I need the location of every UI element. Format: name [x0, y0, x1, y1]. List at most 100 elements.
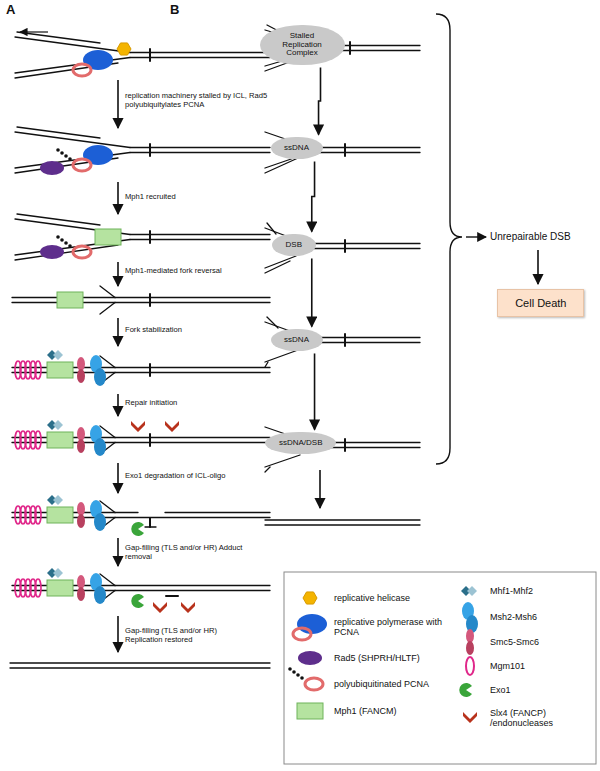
pcna-ring [73, 159, 91, 171]
step-arrow [117, 538, 119, 566]
ubiquitin-dot [68, 157, 72, 161]
dna-strand [17, 214, 100, 225]
dna-strand [265, 261, 290, 273]
endonuclease-symbol [153, 602, 167, 613]
pcna-ring [293, 628, 311, 640]
icl-mark [149, 364, 151, 376]
helicase-symbol [117, 43, 131, 55]
ubiquitin-dot [296, 673, 300, 677]
mhf-symbol [467, 586, 477, 596]
state-ellipse: ssDNA [271, 329, 323, 352]
msh-symbol [94, 438, 106, 456]
legend-label: Mph1 (FANCM) [334, 706, 454, 716]
mph1-symbol [95, 229, 121, 245]
dna-strand [115, 590, 270, 591]
icl-mark [149, 144, 151, 156]
mgm101-ring [35, 579, 41, 597]
step-label: replication machinery stalled by ICL, Ra… [125, 92, 287, 109]
smc-symbol [466, 629, 474, 643]
node-text: ssDNA/DSB [278, 439, 323, 448]
exo1-symbol [131, 594, 144, 608]
dna-strand [100, 286, 115, 298]
flow-arrow [312, 161, 315, 231]
ubiquitin-dot [60, 238, 64, 242]
pcna-ring [305, 678, 323, 690]
mph1-symbol [297, 703, 323, 719]
legend-label: Rad5 (SHPRH/HLTF) [334, 653, 454, 663]
mgm101-ring [466, 657, 474, 675]
panel-b-illustration [265, 14, 538, 525]
legend-label: replicative helicase [334, 593, 454, 603]
mhf-symbol [53, 568, 63, 578]
msh-symbol [94, 368, 106, 386]
endonuclease-symbol [165, 421, 179, 432]
dna-strand [115, 517, 270, 518]
mgm101-ring [35, 506, 41, 524]
state-ellipse: DSB [272, 234, 316, 257]
exo1-symbol [131, 522, 144, 536]
step-arrow [117, 463, 119, 493]
icl-mark [149, 434, 151, 446]
smc-symbol [77, 427, 85, 441]
dna-strand [306, 243, 420, 244]
endonuclease-symbol [181, 602, 195, 613]
smc-symbol [77, 502, 85, 516]
polymerase-symbol [83, 50, 113, 70]
ubiquitin-dot [64, 154, 68, 158]
state-ellipse: ssDNA [271, 137, 323, 160]
dna-strand [115, 442, 270, 443]
ubiquitin-dot [56, 148, 60, 152]
state-ellipse: ssDNA/DSB [265, 432, 336, 455]
smc-symbol [466, 641, 474, 655]
dna-strand [100, 356, 115, 368]
dna-strand [265, 455, 300, 467]
dna-strand [100, 574, 115, 586]
legend-label: replicative polymerase with PCNA [334, 617, 444, 638]
ubiquitin-dot [300, 676, 304, 680]
step-label: Gap-filling (TLS and/or HR) Adduct remov… [125, 544, 245, 561]
ubiquitin-dot [292, 670, 296, 674]
mph1-symbol [47, 362, 73, 378]
step-arrow [117, 318, 119, 346]
dna-strand [165, 512, 270, 513]
mph1-symbol [47, 580, 73, 596]
icl-mark [149, 49, 151, 61]
dna-strand [100, 501, 115, 513]
legend-frame [284, 572, 596, 764]
polymerase-symbol [83, 145, 113, 165]
ubiquitin-dot [56, 235, 60, 239]
dna-strand [149, 518, 151, 527]
step-label: Exo1 degradation of ICL-oligo [125, 472, 275, 481]
step-label: Mph1-mediated fork reversal [125, 267, 275, 276]
legend-label: polyubiquitinated PCNA [334, 679, 454, 689]
msh-symbol [94, 513, 106, 531]
polymerase-symbol [297, 614, 327, 634]
legend-box [284, 572, 596, 764]
ubiquitin-dot [64, 241, 68, 245]
dna-strand [265, 467, 270, 472]
smc-symbol [77, 587, 85, 601]
step-arrow [117, 394, 119, 416]
dna-strand [115, 372, 270, 373]
dna-strand [306, 248, 420, 249]
dna-strand [267, 223, 276, 234]
dna-strand [100, 303, 115, 315]
smc-symbol [77, 369, 85, 383]
msh-symbol [94, 586, 106, 604]
step-label: Mph1 recruited [125, 193, 275, 202]
endonuclease-symbol [463, 712, 477, 723]
dna-strand [265, 362, 268, 367]
step-arrow [117, 262, 119, 286]
icl-mark [344, 439, 346, 451]
dna-strand [308, 342, 420, 343]
dna-strand [115, 585, 270, 586]
dna-strand [10, 667, 270, 668]
rad5-symbol [40, 161, 64, 175]
flow-arrow [311, 258, 313, 326]
pcna-ring [73, 246, 91, 258]
step-label: Repair initiation [125, 399, 275, 408]
dna-strand [15, 245, 118, 260]
dna-strand [310, 147, 420, 148]
mhf-symbol [53, 495, 63, 505]
